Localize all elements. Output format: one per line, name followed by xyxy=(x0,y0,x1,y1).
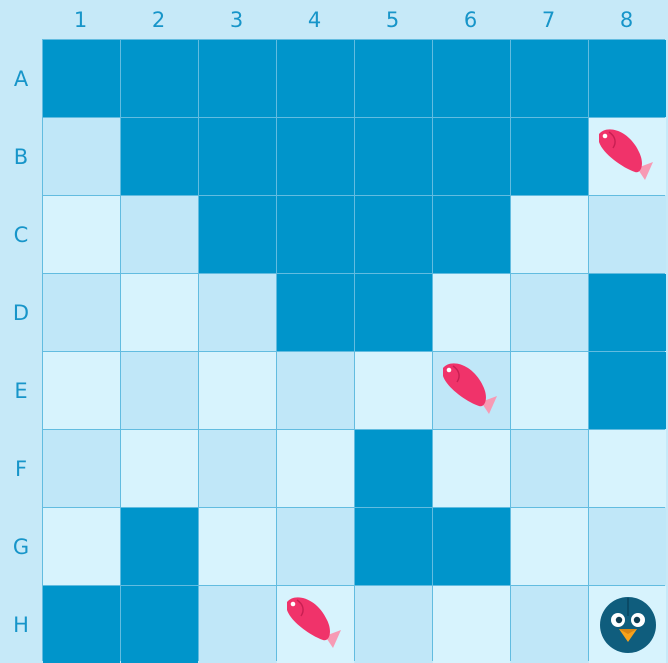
cell-a6 xyxy=(433,40,510,117)
cell-f4[interactable] xyxy=(277,430,354,507)
cell-b7 xyxy=(511,118,588,195)
cell-e6[interactable] xyxy=(433,352,510,429)
row-label-b: B xyxy=(0,118,42,195)
cell-f5 xyxy=(355,430,432,507)
cell-c3 xyxy=(199,196,276,273)
cell-c1[interactable] xyxy=(43,196,120,273)
row-label-g: G xyxy=(0,508,42,585)
fish-icon xyxy=(281,590,351,660)
cell-g7[interactable] xyxy=(511,508,588,585)
cell-c7[interactable] xyxy=(511,196,588,273)
row-label-f: F xyxy=(0,430,42,507)
cell-e4[interactable] xyxy=(277,352,354,429)
cell-d2[interactable] xyxy=(121,274,198,351)
cell-a8 xyxy=(589,40,666,117)
column-label-7: 7 xyxy=(510,0,587,40)
row-label-a: A xyxy=(0,40,42,117)
cell-g3[interactable] xyxy=(199,508,276,585)
fish-icon xyxy=(437,356,507,426)
cell-f6[interactable] xyxy=(433,430,510,507)
fish-icon xyxy=(593,122,663,192)
cell-d3[interactable] xyxy=(199,274,276,351)
cell-d8 xyxy=(589,274,666,351)
column-label-6: 6 xyxy=(432,0,509,40)
cell-b4 xyxy=(277,118,354,195)
cell-f7[interactable] xyxy=(511,430,588,507)
row-label-e: E xyxy=(0,352,42,429)
cell-h4[interactable] xyxy=(277,586,354,663)
cell-e8 xyxy=(589,352,666,429)
cell-a2 xyxy=(121,40,198,117)
cell-h7[interactable] xyxy=(511,586,588,663)
cell-h1 xyxy=(43,586,120,663)
cell-f1[interactable] xyxy=(43,430,120,507)
cell-g6 xyxy=(433,508,510,585)
cell-b5 xyxy=(355,118,432,195)
cell-a1 xyxy=(43,40,120,117)
cell-h5[interactable] xyxy=(355,586,432,663)
cell-d4 xyxy=(277,274,354,351)
cell-c2[interactable] xyxy=(121,196,198,273)
row-label-d: D xyxy=(0,274,42,351)
cell-c4 xyxy=(277,196,354,273)
cell-b2 xyxy=(121,118,198,195)
cell-g1[interactable] xyxy=(43,508,120,585)
cell-e3[interactable] xyxy=(199,352,276,429)
cell-h3[interactable] xyxy=(199,586,276,663)
cell-f2[interactable] xyxy=(121,430,198,507)
cell-g2 xyxy=(121,508,198,585)
cell-a4 xyxy=(277,40,354,117)
column-label-4: 4 xyxy=(276,0,353,40)
cell-d5 xyxy=(355,274,432,351)
cell-c5 xyxy=(355,196,432,273)
cell-c8[interactable] xyxy=(589,196,666,273)
cell-b1[interactable] xyxy=(43,118,120,195)
column-label-1: 1 xyxy=(42,0,119,40)
cell-f8[interactable] xyxy=(589,430,666,507)
cell-b6 xyxy=(433,118,510,195)
cell-d1[interactable] xyxy=(43,274,120,351)
cell-h2 xyxy=(121,586,198,663)
column-label-8: 8 xyxy=(588,0,665,40)
cell-d7[interactable] xyxy=(511,274,588,351)
row-label-c: C xyxy=(0,196,42,273)
cell-b8[interactable] xyxy=(589,118,666,195)
cell-e1[interactable] xyxy=(43,352,120,429)
row-label-h: H xyxy=(0,586,42,663)
cell-h6[interactable] xyxy=(433,586,510,663)
game-board xyxy=(42,39,665,661)
cell-g4[interactable] xyxy=(277,508,354,585)
cell-b3 xyxy=(199,118,276,195)
cell-e7[interactable] xyxy=(511,352,588,429)
cell-g5 xyxy=(355,508,432,585)
penguin-icon xyxy=(599,596,657,654)
cell-a7 xyxy=(511,40,588,117)
cell-e5[interactable] xyxy=(355,352,432,429)
cell-c6 xyxy=(433,196,510,273)
cell-e2[interactable] xyxy=(121,352,198,429)
column-label-2: 2 xyxy=(120,0,197,40)
column-label-5: 5 xyxy=(354,0,431,40)
cell-d6[interactable] xyxy=(433,274,510,351)
cell-a3 xyxy=(199,40,276,117)
cell-g8[interactable] xyxy=(589,508,666,585)
cell-a5 xyxy=(355,40,432,117)
cell-h8[interactable] xyxy=(589,586,666,663)
column-label-3: 3 xyxy=(198,0,275,40)
cell-f3[interactable] xyxy=(199,430,276,507)
